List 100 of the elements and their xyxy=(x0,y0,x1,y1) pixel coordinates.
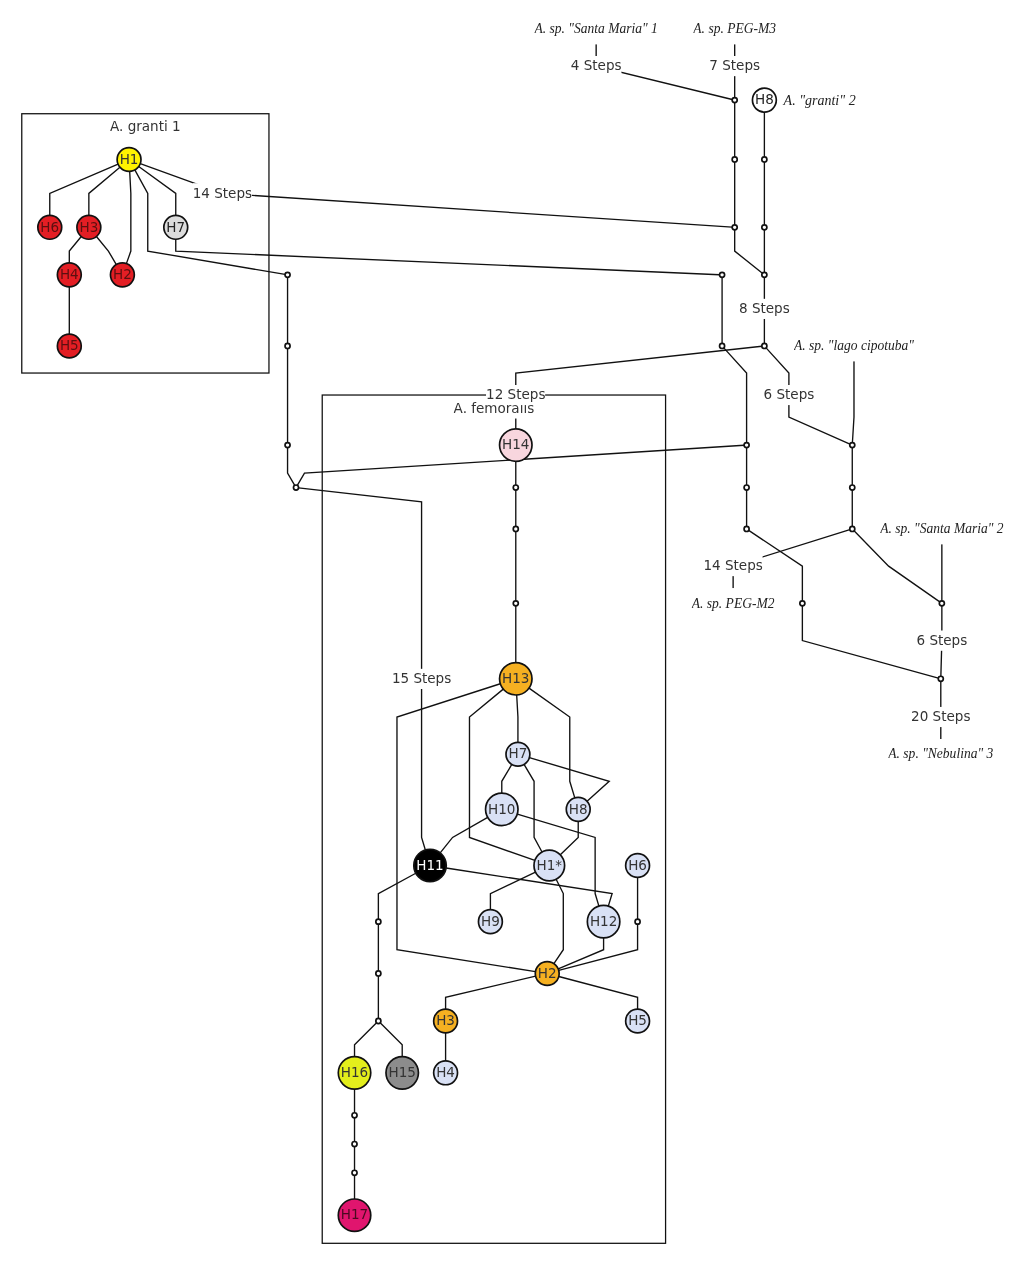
connector xyxy=(553,878,564,964)
node-circle xyxy=(633,917,641,925)
haplotype-caption: A. "granti" 2 xyxy=(783,92,856,109)
connector xyxy=(137,165,177,216)
connector xyxy=(763,228,765,273)
connector xyxy=(745,488,748,527)
node-circle: H3 xyxy=(75,214,102,240)
connector xyxy=(747,529,803,601)
node-circle: H16 xyxy=(337,1055,372,1090)
connector xyxy=(286,276,288,344)
connector xyxy=(125,170,132,264)
node-circle xyxy=(760,223,768,231)
node-circle: H5 xyxy=(56,332,82,359)
edge-label: 7 Steps xyxy=(709,57,760,74)
node-circle: H6 xyxy=(624,852,651,878)
connector xyxy=(514,604,517,663)
node-circle: H9 xyxy=(477,908,503,934)
node-circle: H13 xyxy=(498,661,533,696)
connector xyxy=(353,1021,377,1057)
node-circle: H14 xyxy=(498,427,533,462)
connector xyxy=(68,285,70,335)
connector xyxy=(514,460,517,486)
node-circle: H8 xyxy=(751,86,777,113)
node-circle xyxy=(731,96,738,103)
connector xyxy=(439,816,489,853)
connector xyxy=(515,693,519,743)
node-circle xyxy=(512,483,519,491)
connector xyxy=(940,543,943,601)
connector xyxy=(557,936,605,969)
connector xyxy=(353,1174,355,1200)
connector xyxy=(801,604,939,679)
connector xyxy=(87,166,121,216)
connector xyxy=(286,446,296,486)
edge-label: 8 Steps xyxy=(738,299,790,316)
node-text: A. sp. "Santa Maria" 2 xyxy=(879,520,1004,536)
connector xyxy=(733,101,736,158)
node-circle xyxy=(760,155,768,163)
node-circle: H2 xyxy=(534,960,560,986)
node-circle xyxy=(350,1168,358,1176)
node-circle xyxy=(283,270,291,278)
edge-label: 15 Steps xyxy=(391,669,452,686)
node-text: A. sp. "Santa Maria" 1 xyxy=(534,20,658,36)
connector xyxy=(722,346,748,443)
connector xyxy=(297,486,426,851)
node-circle: H1 xyxy=(116,146,142,172)
connector xyxy=(523,763,543,853)
node-circle xyxy=(848,483,856,491)
connector xyxy=(174,238,720,275)
edge-label: 6 Steps xyxy=(916,631,967,648)
node-circle xyxy=(743,441,750,448)
connector xyxy=(528,687,576,799)
node-circle xyxy=(938,599,945,607)
connector xyxy=(379,1021,403,1057)
connector xyxy=(353,1116,355,1142)
node-circle: H11 xyxy=(412,847,447,883)
node-circle: H7 xyxy=(162,214,189,240)
connector xyxy=(851,360,855,443)
node-circle xyxy=(743,525,750,532)
connector xyxy=(48,163,119,216)
connector xyxy=(851,446,853,486)
node-circle xyxy=(512,525,519,532)
node-circle: H4 xyxy=(56,261,82,288)
node-circle xyxy=(718,270,726,278)
node-circle: H5 xyxy=(624,1007,651,1034)
node-text: A. sp. "Nebulina" 3 xyxy=(888,746,994,761)
node-circle: H12 xyxy=(586,904,621,939)
connector xyxy=(557,975,639,1010)
connector xyxy=(514,345,763,430)
connector xyxy=(444,1031,447,1062)
node-circle xyxy=(374,1017,382,1024)
edge-label: 20 Steps xyxy=(910,708,971,725)
edge-label: 6 Steps xyxy=(763,386,815,403)
node-circle xyxy=(848,525,856,532)
connector xyxy=(68,235,82,264)
connector xyxy=(763,160,765,225)
node-circle xyxy=(512,599,519,607)
connector xyxy=(721,276,723,344)
node-circle xyxy=(283,441,291,448)
connector xyxy=(514,488,517,527)
node-circle: H10 xyxy=(484,791,519,826)
node-circle: H17 xyxy=(337,1197,372,1232)
connector xyxy=(489,870,536,910)
node-circle xyxy=(760,342,768,349)
connector xyxy=(396,682,536,972)
connector xyxy=(377,974,379,1019)
connector xyxy=(636,876,639,920)
node-circle xyxy=(374,969,382,977)
node-circle: H8 xyxy=(565,796,591,822)
connector xyxy=(528,756,611,802)
node-circle xyxy=(718,342,726,349)
connector xyxy=(353,1145,355,1171)
connector xyxy=(468,687,536,861)
connector xyxy=(853,529,941,603)
edge-label: 14 Steps xyxy=(192,184,252,201)
connector xyxy=(445,866,613,907)
connector xyxy=(296,444,745,486)
connector xyxy=(377,872,417,920)
connector xyxy=(286,347,288,443)
connector xyxy=(733,160,736,225)
node-text: A. sp. PEG-M2 xyxy=(691,595,775,610)
